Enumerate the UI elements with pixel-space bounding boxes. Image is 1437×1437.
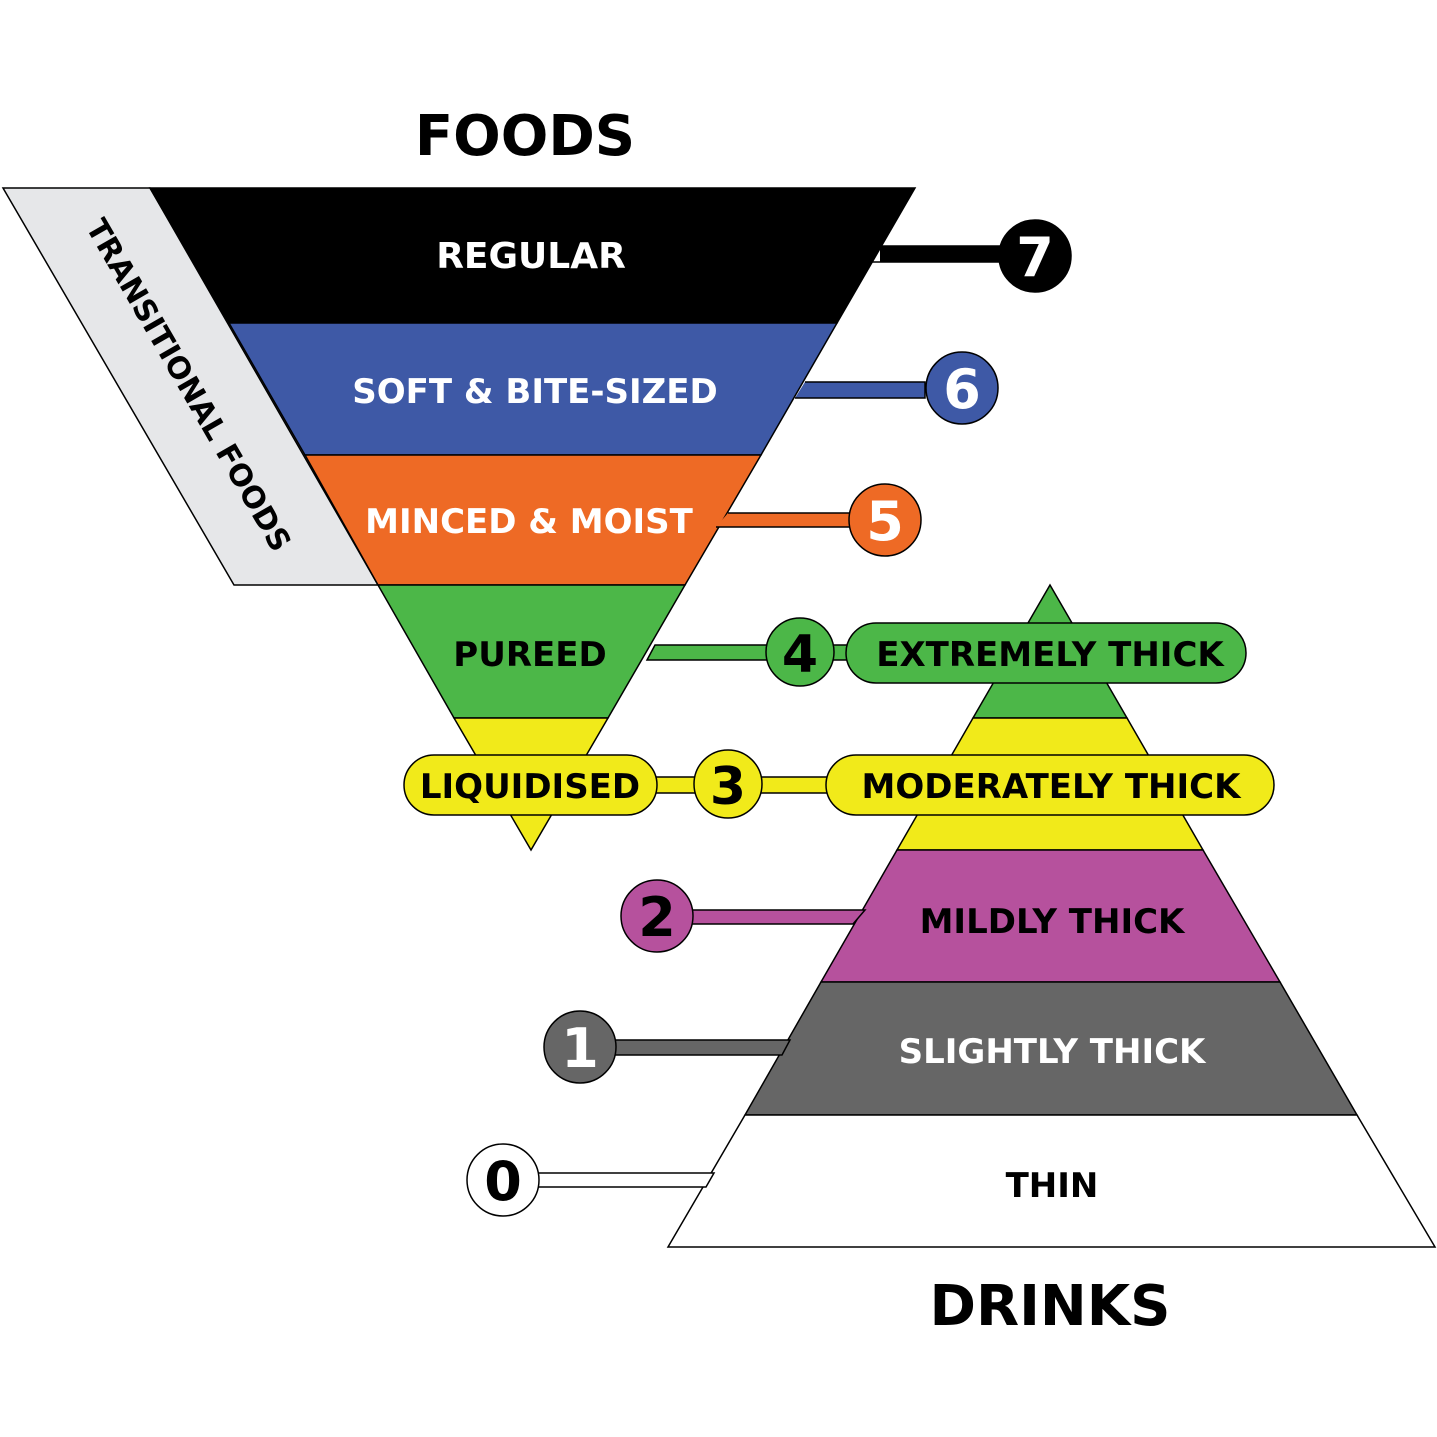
level-4-circle [765, 617, 835, 687]
liquidised-pill [403, 754, 658, 816]
connector-level-6 [795, 381, 926, 399]
level-2-circle [620, 879, 694, 953]
drinks-heading: DRINKS [929, 1274, 1170, 1339]
food-label-minced-moist: MINCED & MOIST [365, 502, 694, 542]
drink-label-mildly-thick: MILDLY THICK [920, 902, 1186, 942]
level-6-circle [925, 351, 999, 425]
drink-label-extremely-thick: EXTREMELY THICK [876, 635, 1225, 675]
level-0-circle [466, 1143, 540, 1217]
extremely-thick-pill [845, 622, 1247, 684]
drink-label-slightly-thick: SLIGHTLY THICK [899, 1032, 1207, 1072]
drink-label-moderately-thick: MODERATELY THICK [862, 767, 1243, 807]
food-label-pureed: PUREED [453, 635, 606, 675]
connector-level-7 [872, 245, 1002, 263]
connector-level-2 [689, 909, 867, 925]
level-7-number: 7 [1016, 226, 1054, 289]
level-7-circle [998, 219, 1072, 293]
foods-heading: FOODS [415, 104, 635, 169]
food-label-liquidised: LIQUIDISED [420, 767, 640, 807]
moderately-thick-pill [825, 754, 1275, 816]
level-3-circle [693, 749, 763, 819]
level-3-number: 3 [710, 757, 746, 817]
level-0-number: 0 [484, 1150, 522, 1213]
connector-level-1 [609, 1039, 792, 1056]
connector-level-0 [534, 1172, 716, 1188]
level-5-number: 5 [866, 490, 904, 553]
level-2-number: 2 [638, 886, 676, 949]
level-1-number: 1 [561, 1017, 599, 1080]
level-6-number: 6 [943, 358, 981, 421]
level-5-circle [848, 483, 922, 557]
food-label-soft-bite-sized: SOFT & BITE-SIZED [352, 372, 717, 412]
connector-level-5 [716, 512, 851, 528]
drink-label-thin: THIN [1006, 1166, 1099, 1206]
level-1-circle [543, 1010, 617, 1084]
food-label-regular: REGULAR [436, 236, 626, 277]
drink-level-0-band [666, 1114, 1437, 1248]
level-4-number: 4 [782, 625, 818, 685]
